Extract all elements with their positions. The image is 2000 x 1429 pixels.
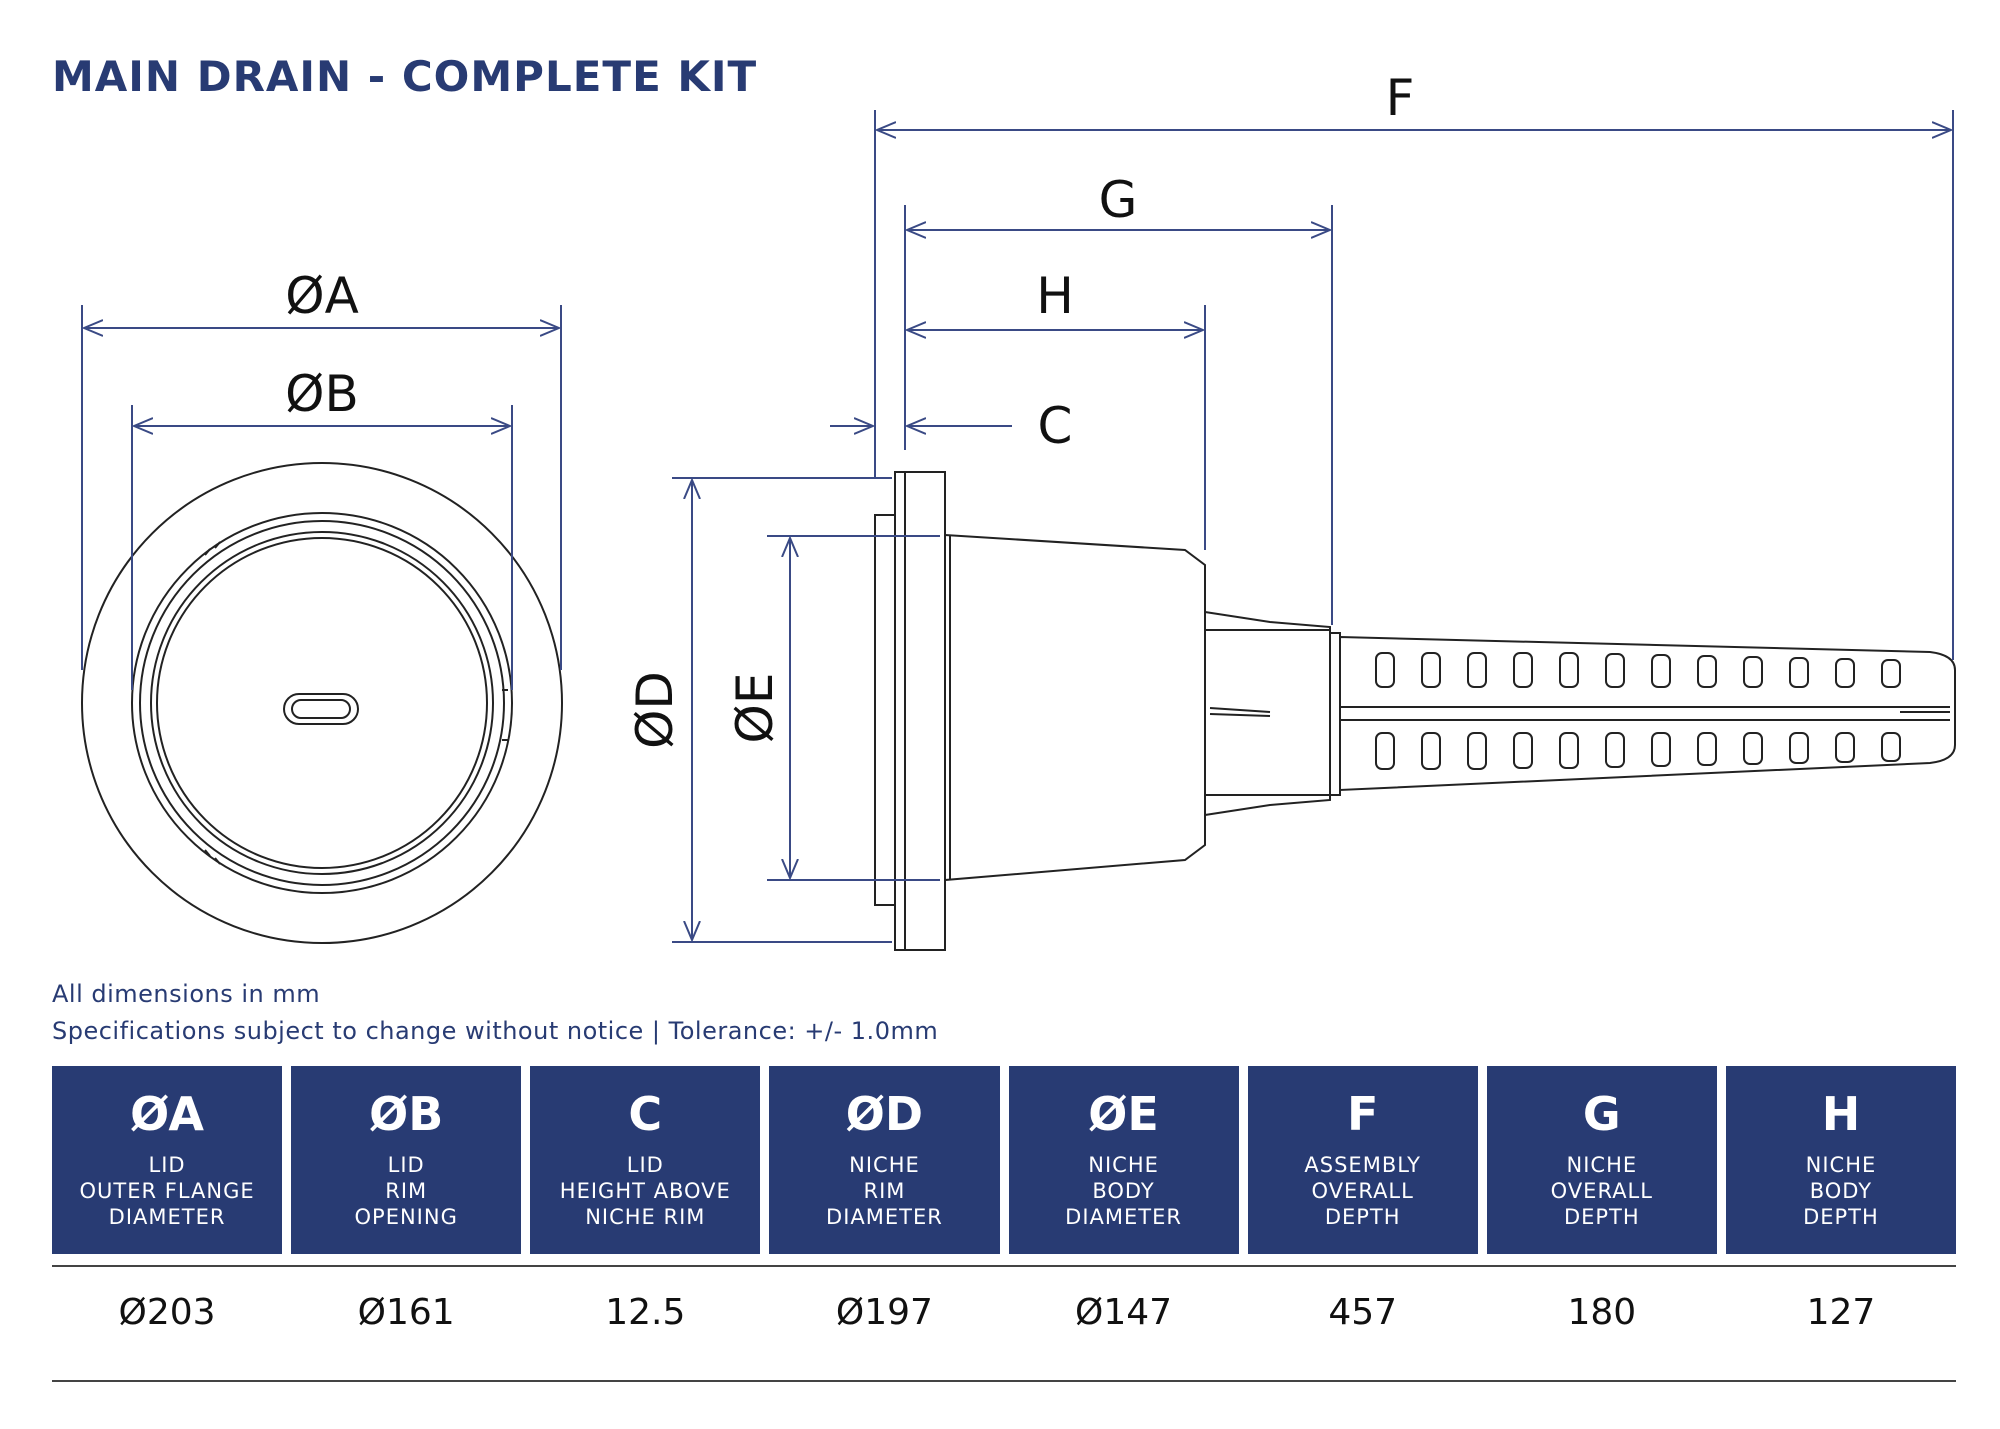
dimension-g: [904, 205, 1333, 625]
header-description: LID OUTER FLANGE DIAMETER: [79, 1153, 255, 1229]
dimension-d: [672, 477, 892, 943]
technical-drawing: ØA ØB: [81, 69, 1956, 951]
table-value-h: 127: [1806, 1292, 1876, 1333]
header-description: LID HEIGHT ABOVE NICHE RIM: [559, 1153, 731, 1229]
header-description: ASSEMBLY OVERALL DEPTH: [1304, 1153, 1421, 1229]
table-header-g: G NICHE OVERALL DEPTH: [1486, 1066, 1717, 1254]
table-value-a: Ø203: [118, 1292, 216, 1333]
table-header-c: C LID HEIGHT ABOVE NICHE RIM: [530, 1066, 761, 1254]
page-title: MAIN DRAIN - COMPLETE KIT: [52, 52, 758, 101]
table-value-f: 457: [1328, 1292, 1398, 1333]
table-header-row: ØA LID OUTER FLANGE DIAMETER ØB LID RIM …: [52, 1066, 1956, 1254]
table-value-b: Ø161: [357, 1292, 455, 1333]
dimension-e: [767, 535, 940, 881]
table-header-e: ØE NICHE BODY DIAMETER: [1008, 1066, 1239, 1254]
lid-front-view: [81, 462, 563, 944]
dimension-f-label: F: [1386, 69, 1415, 127]
table-header-h: H NICHE BODY DEPTH: [1725, 1066, 1956, 1254]
header-description: NICHE BODY DEPTH: [1803, 1153, 1879, 1229]
header-symbol: G: [1582, 1087, 1621, 1141]
header-description: LID RIM OPENING: [354, 1153, 458, 1229]
table-divider-top: [52, 1265, 1956, 1267]
dimension-table: ØA LID OUTER FLANGE DIAMETER ØB LID RIM …: [52, 1066, 1956, 1254]
table-header-b: ØB LID RIM OPENING: [291, 1066, 522, 1254]
header-symbol: F: [1346, 1087, 1379, 1141]
dimension-g-label: G: [1099, 171, 1138, 229]
header-symbol: ØD: [845, 1087, 924, 1141]
header-description: NICHE BODY DIAMETER: [1065, 1153, 1182, 1229]
table-header-f: F ASSEMBLY OVERALL DEPTH: [1247, 1066, 1478, 1254]
dimension-h: [907, 305, 1206, 550]
pipe-slots-top: [1375, 652, 1901, 688]
header-symbol: ØB: [369, 1087, 444, 1141]
table-divider-bottom: [52, 1380, 1956, 1382]
header-symbol: H: [1821, 1087, 1861, 1141]
dimension-a: [81, 305, 562, 670]
dimension-b: [131, 405, 513, 690]
dimension-d-label: ØD: [626, 671, 684, 749]
units-note: All dimensions in mm: [52, 980, 321, 1008]
dimension-c-label: C: [1038, 397, 1073, 455]
header-description: NICHE OVERALL DEPTH: [1550, 1153, 1653, 1229]
table-header-d: ØD NICHE RIM DIAMETER: [769, 1066, 1000, 1254]
header-symbol: ØE: [1088, 1087, 1159, 1141]
dimension-a-label: ØA: [285, 267, 359, 325]
header-description: NICHE RIM DIAMETER: [826, 1153, 943, 1229]
header-symbol: ØA: [130, 1087, 205, 1141]
dimension-h-label: H: [1036, 267, 1074, 325]
lid-center-slot: [283, 693, 359, 725]
header-symbol: C: [628, 1087, 663, 1141]
dimension-b-label: ØB: [285, 365, 359, 423]
table-value-c: 12.5: [605, 1292, 686, 1333]
pipe-slots-bottom: [1375, 732, 1901, 770]
table-value-g: 180: [1567, 1292, 1637, 1333]
spec-note: Specifications subject to change without…: [52, 1017, 939, 1045]
dimension-e-label: ØE: [726, 673, 784, 744]
niche-side-view: [874, 471, 1956, 951]
dimension-c: [830, 400, 1012, 440]
table-value-row: Ø203 Ø161 12.5 Ø197 Ø147 457 180 127: [52, 1292, 1956, 1333]
table-header-a: ØA LID OUTER FLANGE DIAMETER: [52, 1066, 283, 1254]
dimension-f: [874, 110, 1954, 660]
table-value-e: Ø147: [1075, 1292, 1173, 1333]
table-value-d: Ø197: [835, 1292, 933, 1333]
